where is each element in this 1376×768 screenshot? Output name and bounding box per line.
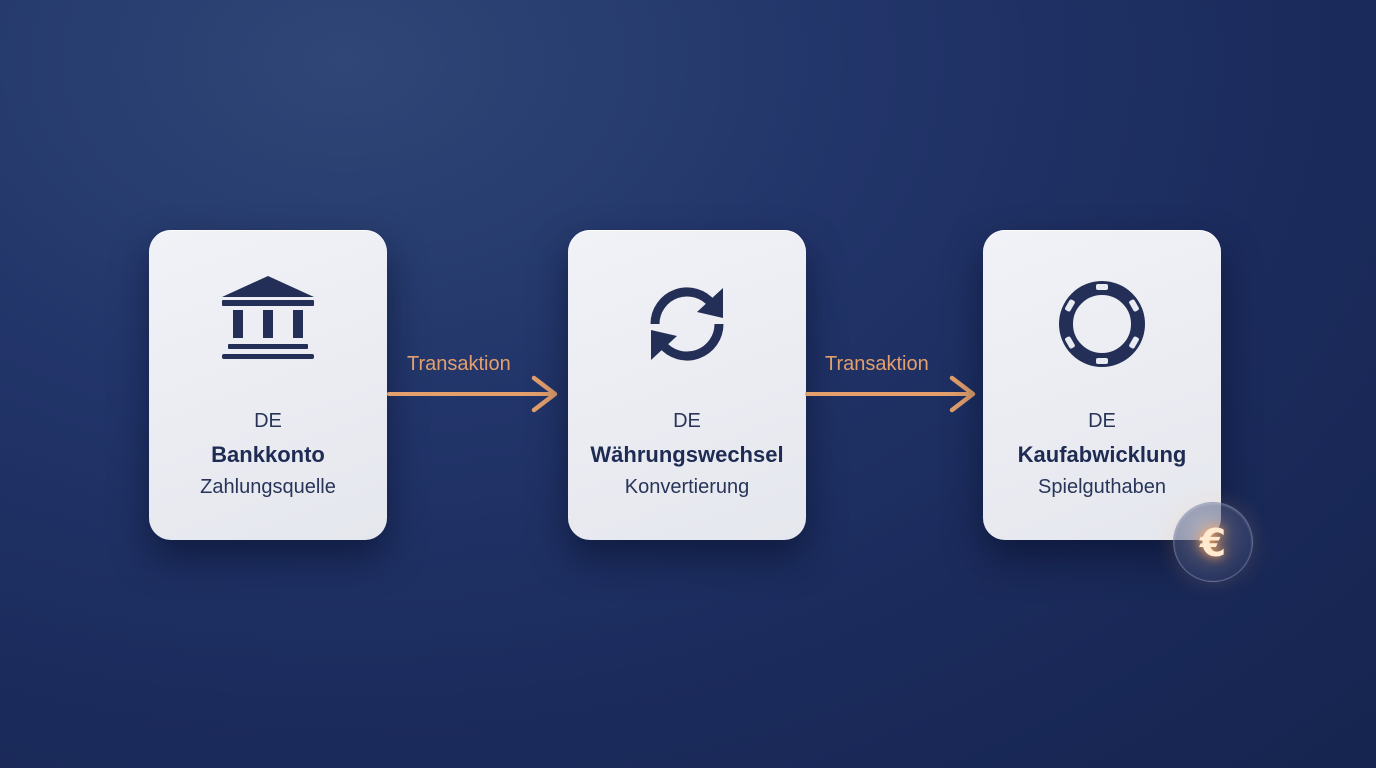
bank-building-icon bbox=[216, 272, 320, 376]
arrow-right-icon bbox=[805, 375, 976, 413]
casino-chip-icon bbox=[1050, 272, 1154, 376]
step-country-code: DE bbox=[1088, 410, 1116, 432]
step-country-code: DE bbox=[673, 410, 701, 432]
step-title: Kaufabwicklung bbox=[1017, 442, 1187, 467]
step-subtitle: Spielguthaben bbox=[1038, 476, 1166, 498]
arrow-right-icon bbox=[387, 375, 558, 413]
transaction-connector: Transaktion bbox=[805, 350, 981, 416]
step-card-kaufabwicklung: DE Kaufabwicklung Spielguthaben bbox=[983, 230, 1221, 540]
step-subtitle: Zahlungsquelle bbox=[200, 476, 336, 498]
refresh-cycle-icon bbox=[635, 272, 739, 376]
connector-label: Transaktion bbox=[825, 353, 929, 375]
step-country-code: DE bbox=[254, 410, 282, 432]
euro-coin-icon: € bbox=[1173, 502, 1253, 582]
step-card-waehrungswechsel: DE Währungswechsel Konvertierung bbox=[568, 230, 806, 540]
connector-label: Transaktion bbox=[407, 353, 511, 375]
step-card-bankkonto: DE Bankkonto Zahlungsquelle bbox=[149, 230, 387, 540]
step-title: Bankkonto bbox=[211, 442, 325, 467]
step-title: Währungswechsel bbox=[590, 442, 784, 467]
transaction-connector: Transaktion bbox=[387, 350, 563, 416]
step-subtitle: Konvertierung bbox=[624, 476, 750, 498]
euro-symbol: € bbox=[1199, 521, 1227, 565]
